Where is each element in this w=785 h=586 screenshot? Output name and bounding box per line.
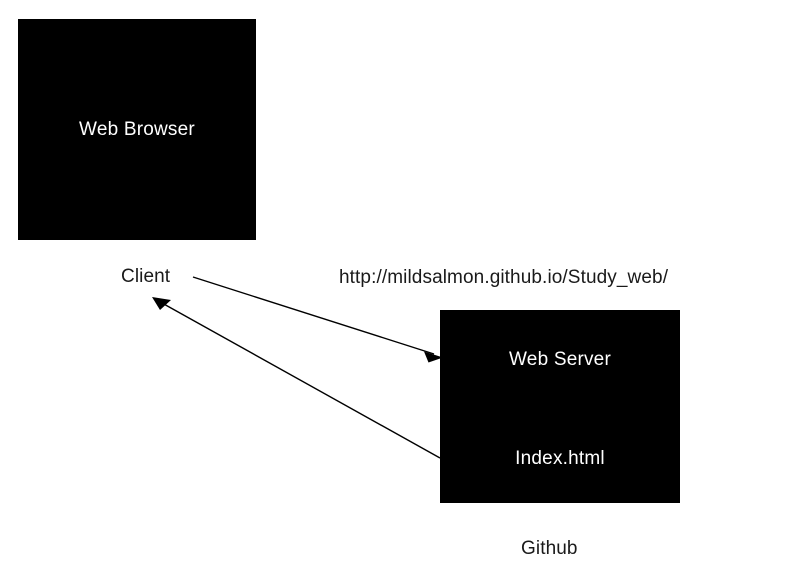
client-label: Client [121, 266, 171, 287]
response-arrow [152, 297, 441, 459]
index-html-file-label: Index.html [515, 448, 605, 469]
web-browser-node-label: Web Browser [79, 119, 195, 140]
github-label: Github [521, 538, 578, 559]
web-browser-node [18, 19, 256, 240]
request-arrow [192, 276, 443, 363]
web-server-node [440, 310, 680, 503]
response-arrow-head-icon [152, 297, 171, 310]
web-server-node-label: Web Server [509, 349, 611, 370]
response-arrow-line [161, 302, 441, 459]
site-url-label: http://mildsalmon.github.io/Study_web/ [339, 267, 669, 288]
